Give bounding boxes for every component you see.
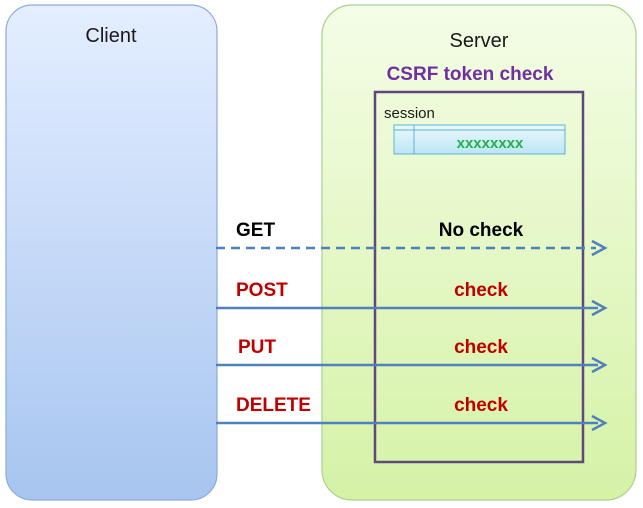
server-label: Server [450,30,509,52]
request-post: POST check [216,280,608,317]
request-result-label: No check [439,220,524,241]
request-method-label: POST [236,280,288,301]
csrf-check-region [373,90,585,464]
arrowhead-icon [591,356,608,374]
client-box [5,4,218,501]
csrf-check-title: CSRF token check [387,64,554,85]
request-put: PUT check [216,337,608,374]
arrowhead-icon [591,299,608,317]
request-result-label: check [454,280,508,301]
request-result-label: check [454,337,508,358]
session-label: session [384,105,435,122]
session-token-box: xxxxxxxx [393,124,566,155]
arrowhead-icon [591,239,608,257]
arrowhead-icon [591,414,608,432]
request-delete: DELETE check [216,395,608,432]
request-method-label: PUT [238,337,276,358]
session-token-value: xxxxxxxx [457,135,524,152]
client-label: Client [85,25,137,47]
request-method-label: DELETE [236,395,311,416]
request-method-label: GET [236,220,275,241]
request-get: GET No check [216,220,608,257]
request-result-label: check [454,395,508,416]
